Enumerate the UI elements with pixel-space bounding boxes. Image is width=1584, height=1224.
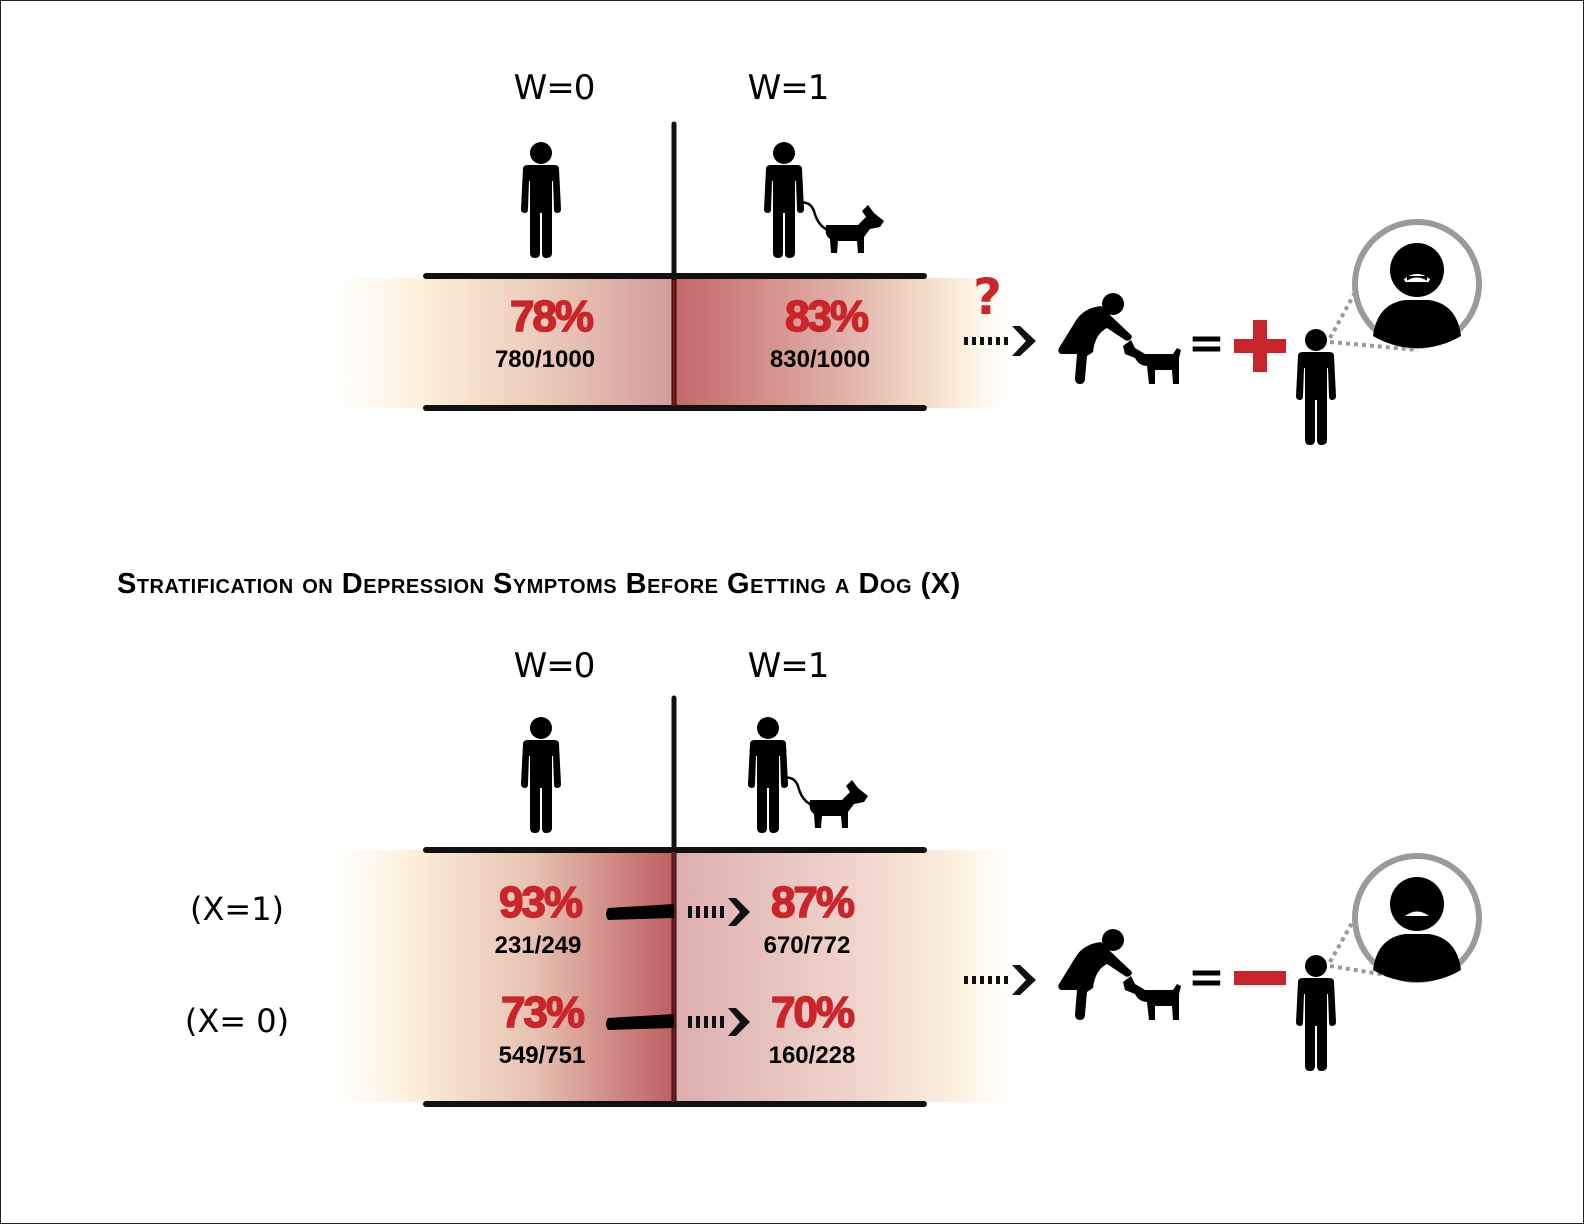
row-label-x1: (X=1)	[189, 890, 285, 928]
column-label-w0: W=0	[513, 646, 596, 686]
dotted-arrow-icon	[964, 326, 1036, 356]
x1-w1-count: 670/772	[763, 932, 851, 959]
column-label-w1: W=1	[747, 68, 830, 108]
person-walking-dog-icon	[764, 142, 884, 258]
x0-w0-count: 549/751	[498, 1042, 586, 1069]
equals-sign: =	[1188, 952, 1225, 1003]
row-label-x0: (X= 0)	[184, 1002, 290, 1040]
person-icon	[521, 717, 561, 833]
person-icon	[1296, 955, 1336, 1071]
x1-w0-percent: 93%	[498, 877, 584, 928]
top-w0-percent: 78%	[509, 291, 595, 342]
person-petting-dog-icon	[1058, 293, 1181, 384]
dotted-arrow-icon	[964, 965, 1036, 995]
top-w1-percent: 83%	[784, 291, 870, 342]
x0-w1-percent: 70%	[770, 987, 856, 1038]
plus-icon	[1234, 320, 1286, 372]
x0-w0-percent: 73%	[500, 987, 586, 1038]
person-petting-dog-icon	[1058, 929, 1181, 1020]
person-walking-dog-icon	[748, 717, 868, 833]
minus-icon	[1234, 971, 1286, 985]
person-icon	[1296, 329, 1336, 445]
x0-w1-count: 160/228	[768, 1042, 856, 1069]
equals-sign: =	[1188, 318, 1225, 369]
comparison-arrow-x0	[606, 1008, 750, 1036]
section-title: Stratification on Depression Symptoms Be…	[117, 568, 961, 600]
top-w1-count: 830/1000	[769, 346, 871, 373]
x1-w1-percent: 87%	[770, 877, 856, 928]
sad-face-icon	[1352, 219, 1482, 349]
column-label-w1: W=1	[747, 646, 830, 686]
column-label-w0: W=0	[513, 68, 596, 108]
sad-face-icon	[1352, 853, 1482, 983]
person-icon	[521, 142, 561, 258]
comparison-arrow-x1	[606, 898, 750, 926]
x1-w0-count: 231/249	[494, 932, 582, 959]
question-mark: ?	[973, 268, 1003, 326]
top-w0-count: 780/1000	[494, 346, 596, 373]
